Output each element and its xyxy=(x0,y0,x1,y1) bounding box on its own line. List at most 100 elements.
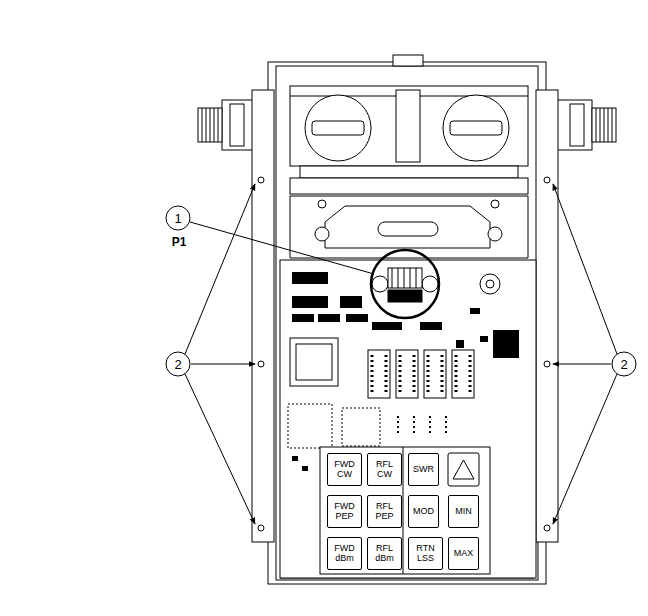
chassis-inner-line xyxy=(276,66,538,580)
callout-number: 2 xyxy=(620,358,627,371)
callout-number: 1 xyxy=(174,212,181,225)
keypad xyxy=(320,447,490,574)
center-divider xyxy=(396,90,420,162)
leader-line xyxy=(190,222,374,274)
connector-thread xyxy=(198,108,222,142)
ic-package xyxy=(318,314,340,322)
circuit-board xyxy=(280,250,536,578)
keypad-button: FWD CW xyxy=(327,453,362,486)
connector-p1 xyxy=(371,250,439,318)
leader-arrow xyxy=(553,364,611,365)
dip-pins xyxy=(372,355,470,436)
ic-package xyxy=(372,322,402,330)
smd-part xyxy=(470,308,480,314)
button-label: RTN LSS xyxy=(409,544,442,564)
thread-lines xyxy=(202,108,218,142)
bracket-hole xyxy=(488,227,502,241)
screw-hole xyxy=(544,525,550,531)
button-label: FWD dBm xyxy=(328,544,361,564)
screw-hole xyxy=(258,361,264,367)
keypad-button: FWD dBm xyxy=(327,537,362,570)
arrow-button xyxy=(448,453,479,486)
screw-hole xyxy=(258,177,264,183)
button-label: MAX xyxy=(454,549,474,559)
p1-header xyxy=(388,268,422,288)
bracket-slot xyxy=(378,222,438,236)
bracket xyxy=(290,196,528,258)
plcc-chip xyxy=(290,338,338,386)
ic-package xyxy=(420,322,442,330)
plcc-die xyxy=(296,344,332,380)
keypad-panel xyxy=(320,447,490,574)
screw-hole xyxy=(544,177,550,183)
leader-arrow xyxy=(553,374,617,524)
bracket-hole xyxy=(315,227,329,241)
keypad-button: RTN LSS xyxy=(408,537,443,570)
highlight-circle xyxy=(371,250,439,318)
callout-circle xyxy=(166,352,190,376)
coupler-housing xyxy=(290,86,528,194)
trimmer xyxy=(480,274,500,294)
keypad-button: SWR xyxy=(408,453,439,486)
plcc-chip xyxy=(342,408,380,446)
ic-package xyxy=(340,296,362,308)
thread-lines xyxy=(596,108,612,142)
chassis-outline xyxy=(268,62,546,584)
element-socket xyxy=(443,95,509,161)
callout-circle xyxy=(166,206,190,230)
housing-base xyxy=(300,166,518,178)
keypad-button: RFL CW xyxy=(367,453,402,486)
keypad-divider xyxy=(403,447,404,574)
connector-nut xyxy=(230,104,244,146)
keypad-button: MOD xyxy=(408,495,439,528)
button-label: FWD CW xyxy=(328,460,361,480)
chassis xyxy=(268,55,546,584)
keypad-button: FWD PEP xyxy=(327,495,362,528)
plcc-chip xyxy=(288,404,332,448)
mount-hole xyxy=(422,276,438,292)
p1-base xyxy=(388,290,422,302)
button-label: RFL CW xyxy=(368,460,401,480)
smd-part xyxy=(302,466,308,471)
keypad-button: MIN xyxy=(448,495,479,528)
bracket-frame xyxy=(290,196,528,258)
screw-hole xyxy=(544,361,550,367)
left-rail xyxy=(252,90,274,542)
right-rail xyxy=(536,90,558,542)
connector-thread xyxy=(592,108,616,142)
button-label: MIN xyxy=(455,507,472,517)
leaders xyxy=(166,184,636,524)
leader-arrow xyxy=(185,184,255,354)
ic-package xyxy=(292,296,328,308)
pin-rows xyxy=(372,355,470,395)
keypad-button: RFL PEP xyxy=(367,495,402,528)
callout-circle xyxy=(612,352,636,376)
p1-pins xyxy=(392,268,416,288)
button-label: MOD xyxy=(413,507,434,517)
diode-rows xyxy=(398,416,446,436)
smd-part xyxy=(456,340,464,348)
button-label: FWD PEP xyxy=(328,502,361,522)
top-tab xyxy=(393,55,423,66)
screw-hole xyxy=(258,525,264,531)
socket-slot xyxy=(450,121,502,135)
socket-slot xyxy=(312,121,364,135)
power-transistor xyxy=(493,330,519,358)
leader-arrow xyxy=(553,184,617,354)
mount-hole xyxy=(372,276,388,292)
element-socket xyxy=(305,95,371,161)
keypad-button: MAX xyxy=(448,537,479,570)
standoff xyxy=(491,200,499,208)
pcb-outline xyxy=(280,260,536,578)
housing-block xyxy=(290,86,528,166)
connector-nut xyxy=(570,104,584,146)
smd-part xyxy=(480,336,488,342)
ic-package xyxy=(292,272,328,284)
button-label: RFL PEP xyxy=(368,502,401,522)
button-label: RFL dBm xyxy=(368,544,401,564)
keypad-button: RFL dBm xyxy=(367,537,402,570)
mount-plate xyxy=(290,178,528,194)
bracket-plate xyxy=(325,206,490,248)
trimmer-core xyxy=(486,280,494,288)
